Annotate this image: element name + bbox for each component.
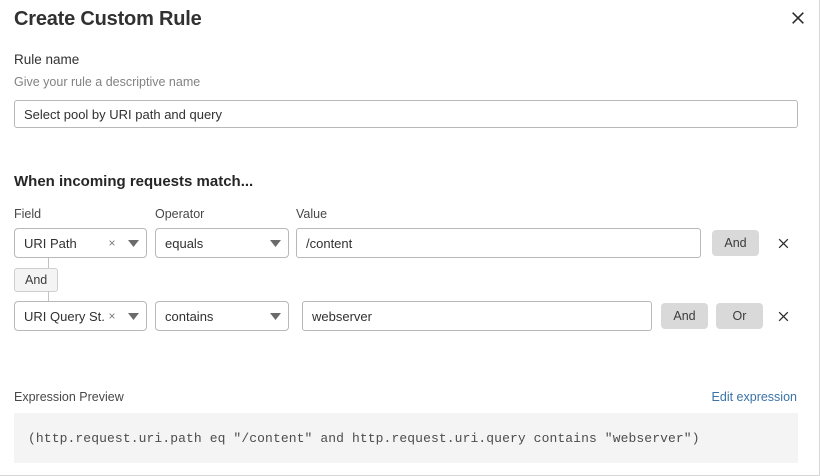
- delete-condition-button-1[interactable]: [772, 232, 794, 254]
- operator-select-2-value: contains: [165, 308, 214, 324]
- field-select-2[interactable]: URI Query St... ×: [14, 301, 147, 331]
- clear-field-icon[interactable]: ×: [108, 309, 116, 323]
- field-select-1[interactable]: URI Path ×: [14, 228, 147, 258]
- delete-condition-button-2[interactable]: [772, 305, 794, 327]
- operator-select-1[interactable]: equals: [155, 228, 289, 258]
- rule-name-help-text: Give your rule a descriptive name: [14, 75, 201, 89]
- close-icon: [778, 311, 788, 321]
- value-input-1[interactable]: [296, 228, 701, 258]
- group-connector-and[interactable]: And: [14, 268, 59, 292]
- column-header-value: Value: [296, 207, 328, 221]
- column-header-field: Field: [14, 207, 42, 221]
- close-icon: [778, 238, 788, 248]
- chevron-down-icon[interactable]: [120, 239, 146, 247]
- chevron-down-icon[interactable]: [262, 239, 288, 247]
- close-icon: [792, 12, 804, 24]
- add-and-condition-button-2[interactable]: And: [661, 303, 708, 329]
- operator-select-1-value: equals: [165, 235, 204, 251]
- expression-preview-label: Expression Preview: [14, 390, 124, 404]
- chevron-down-icon[interactable]: [262, 312, 288, 320]
- rule-name-label: Rule name: [14, 52, 80, 67]
- add-or-condition-button-2[interactable]: Or: [716, 303, 763, 329]
- condition-row: URI Path × equals And: [0, 228, 819, 258]
- close-dialog-button[interactable]: [786, 6, 810, 30]
- field-select-1-value: URI Path: [24, 235, 77, 251]
- rule-name-input[interactable]: [14, 100, 798, 128]
- expression-preview-code: (http.request.uri.path eq "/content" and…: [28, 430, 700, 446]
- connector-line-bottom: [48, 291, 49, 302]
- dialog-title: Create Custom Rule: [14, 8, 202, 30]
- condition-row: URI Query St... × contains And Or: [0, 301, 819, 331]
- add-and-condition-button-1[interactable]: And: [712, 230, 759, 256]
- match-section-title: When incoming requests match...: [14, 173, 254, 190]
- edit-expression-link[interactable]: Edit expression: [711, 390, 797, 404]
- clear-field-icon[interactable]: ×: [108, 236, 116, 250]
- connector-line-top: [48, 258, 49, 269]
- field-select-2-value: URI Query St...: [24, 308, 104, 324]
- column-header-operator: Operator: [155, 207, 205, 221]
- value-input-2[interactable]: [302, 301, 652, 331]
- operator-select-2[interactable]: contains: [155, 301, 289, 331]
- expression-preview-box: (http.request.uri.path eq "/content" and…: [14, 413, 798, 463]
- chevron-down-icon[interactable]: [120, 312, 146, 320]
